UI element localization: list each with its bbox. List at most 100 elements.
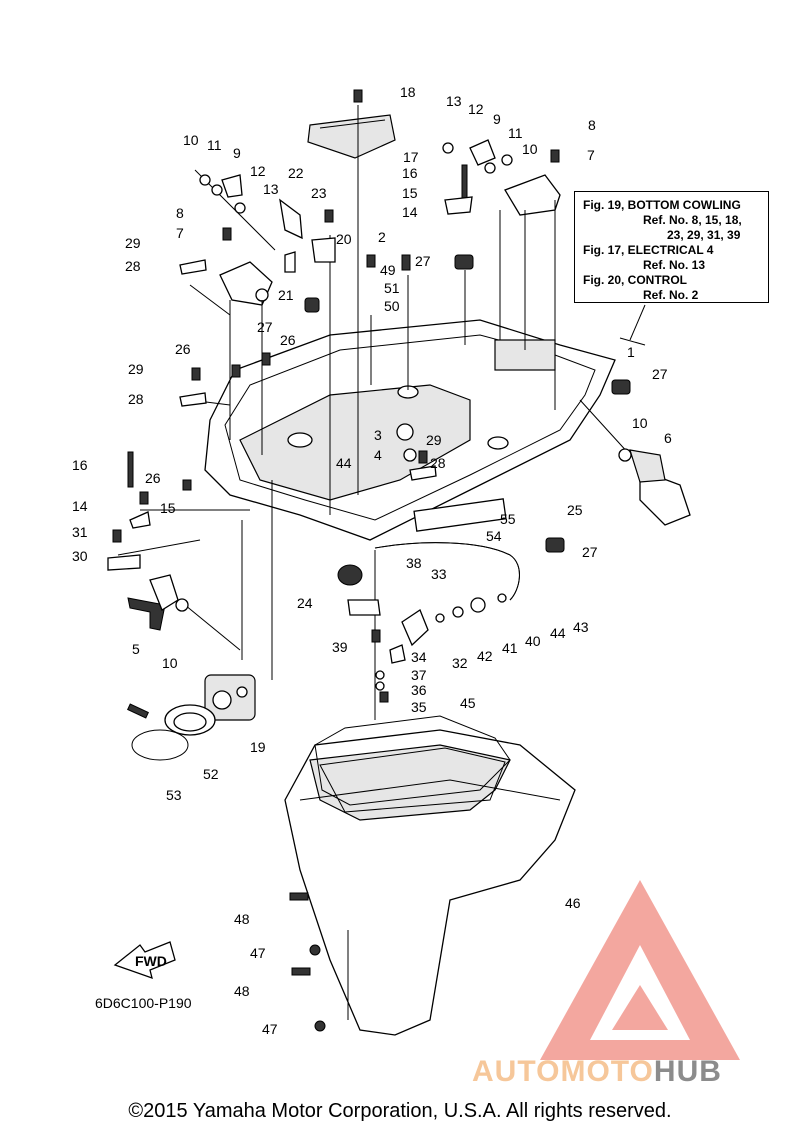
callout: 9 bbox=[493, 111, 501, 127]
leader-lines bbox=[117, 105, 631, 1020]
callout: 44 bbox=[550, 625, 566, 641]
callout: 21 bbox=[278, 287, 294, 303]
part-7-bracket-left bbox=[219, 261, 273, 306]
callout: 34 bbox=[411, 649, 427, 665]
callout: 17 bbox=[403, 149, 419, 165]
callout: 45 bbox=[460, 695, 476, 711]
part-32-cone bbox=[401, 609, 429, 647]
ref-line: Fig. 17, ELECTRICAL 4 bbox=[583, 243, 714, 257]
callout: 27 bbox=[257, 319, 273, 335]
callout: 53 bbox=[166, 787, 182, 803]
callout: 50 bbox=[384, 298, 400, 314]
callout: 26 bbox=[175, 341, 191, 357]
callout: 26 bbox=[280, 332, 296, 348]
callout: 11 bbox=[508, 125, 523, 141]
callout: 12 bbox=[468, 101, 484, 117]
callout: 23 bbox=[311, 185, 327, 201]
callout: 14 bbox=[72, 498, 88, 514]
callout: 27 bbox=[415, 253, 431, 269]
callout: 2 bbox=[378, 229, 386, 245]
callout: 10 bbox=[162, 655, 178, 671]
callout: 13 bbox=[446, 93, 462, 109]
callout: 46 bbox=[565, 895, 581, 911]
callout: 13 bbox=[263, 181, 279, 197]
ref-line: 23, 29, 31, 39 bbox=[667, 228, 741, 242]
callout: 32 bbox=[452, 655, 468, 671]
callout: 55 bbox=[500, 511, 516, 527]
callout: 37 bbox=[411, 667, 427, 683]
callout: 10 bbox=[632, 415, 648, 431]
callout: 24 bbox=[297, 595, 313, 611]
callout: 18 bbox=[400, 84, 416, 100]
callout: 30 bbox=[72, 548, 88, 564]
callout: 54 bbox=[486, 528, 502, 544]
fasteners bbox=[107, 89, 632, 1032]
ref-line: Ref. No. 13 bbox=[643, 258, 706, 272]
ref-line: Fig. 19, BOTTOM COWLING bbox=[583, 198, 741, 212]
callout-labels: 18 13 12 9 17 8 11 10 7 16 15 14 10 11 9… bbox=[72, 84, 672, 1037]
callout: 10 bbox=[183, 132, 199, 148]
ref-line: Ref. No. 2 bbox=[643, 288, 699, 302]
callout: 35 bbox=[411, 699, 427, 715]
part-53-clamp bbox=[127, 703, 189, 761]
callout: 3 bbox=[374, 427, 382, 443]
callout: 27 bbox=[652, 366, 668, 382]
callout: 22 bbox=[288, 165, 304, 181]
callout: 6 bbox=[664, 430, 672, 446]
callout: 47 bbox=[262, 1021, 278, 1037]
part-45-seal bbox=[314, 715, 511, 806]
callout: 1 bbox=[627, 344, 635, 360]
watermark-logo bbox=[540, 880, 740, 1060]
copyright-notice: ©2015 Yamaha Motor Corporation, U.S.A. A… bbox=[128, 1100, 672, 1122]
part-43-hose bbox=[374, 542, 520, 601]
callout: 12 bbox=[250, 163, 266, 179]
callout: 47 bbox=[250, 945, 266, 961]
callout: 15 bbox=[402, 185, 418, 201]
diagram-code: 6D6C100-P190 bbox=[95, 995, 192, 1011]
callout: 33 bbox=[431, 566, 447, 582]
callout: 40 bbox=[525, 633, 541, 649]
callout: 26 bbox=[145, 470, 161, 486]
callout: 42 bbox=[477, 648, 493, 664]
callout: 20 bbox=[336, 231, 352, 247]
callout: 8 bbox=[588, 117, 596, 133]
callout: 25 bbox=[567, 502, 583, 518]
callout: 9 bbox=[233, 145, 241, 161]
part-19-mount bbox=[204, 674, 256, 721]
callout: 7 bbox=[587, 147, 595, 163]
callout: 16 bbox=[72, 457, 88, 473]
callout: 19 bbox=[250, 739, 266, 755]
watermark-brand-part1: AUTOMOTO bbox=[472, 1055, 654, 1088]
watermark-text: AUTOMOTOHUB bbox=[472, 1055, 722, 1089]
callout: 28 bbox=[128, 391, 144, 407]
callout: 51 bbox=[384, 280, 400, 296]
callout: 4 bbox=[374, 447, 382, 463]
ref-leader bbox=[619, 304, 646, 346]
part-6-latch bbox=[629, 449, 691, 526]
callout: 14 bbox=[402, 204, 418, 220]
callout: 49 bbox=[380, 262, 396, 278]
callout: 15 bbox=[160, 500, 176, 516]
reference-box: Fig. 19, BOTTOM COWLING Ref. No. 8, 15, … bbox=[574, 191, 769, 303]
bottom-cowling-lower bbox=[284, 729, 576, 1036]
ref-line: Ref. No. 8, 15, 18, bbox=[643, 213, 742, 227]
part-24-grommet bbox=[337, 564, 363, 586]
ref-line: Fig. 20, CONTROL bbox=[583, 273, 688, 287]
callout: 7 bbox=[176, 225, 184, 241]
part-52-grommet bbox=[164, 704, 216, 736]
callout: 48 bbox=[234, 983, 250, 999]
callout: 39 bbox=[332, 639, 348, 655]
fwd-arrow-label: FWD bbox=[135, 953, 167, 969]
callout: 11 bbox=[207, 137, 222, 153]
callout: 38 bbox=[406, 555, 422, 571]
callout: 29 bbox=[128, 361, 144, 377]
fwd-arrow: FWD bbox=[113, 941, 176, 980]
callout: 36 bbox=[411, 682, 427, 698]
callout: 52 bbox=[203, 766, 219, 782]
callout: 29 bbox=[125, 235, 141, 251]
part-17-cover bbox=[307, 114, 396, 159]
callout: 28 bbox=[125, 258, 141, 274]
callout: 41 bbox=[502, 640, 518, 656]
watermark-brand-part2: HUB bbox=[653, 1055, 722, 1088]
